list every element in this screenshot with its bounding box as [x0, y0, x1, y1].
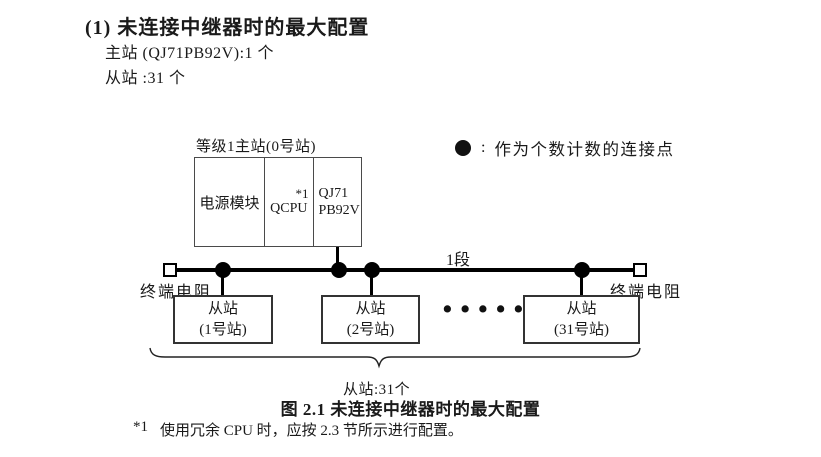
slave1-drop-line [221, 272, 224, 295]
pb92v-line1: QJ71 [318, 186, 349, 201]
segment-label: 1段 [446, 252, 471, 269]
legend: : 作为个数计数的连接点 [455, 136, 674, 160]
slave1-line1: 从站 [207, 300, 238, 317]
slave-station-1-box: 从站 (1号站) [173, 295, 273, 344]
master-station-label: 等级1主站(0号站) [196, 139, 316, 155]
terminator-right-icon [633, 263, 647, 277]
slave-count-line: 从站 :31 个 [105, 70, 186, 87]
slave31-line1: 从站 [566, 300, 597, 317]
connection-dot-slave1 [215, 262, 231, 278]
bus-line [177, 268, 635, 272]
slave2-line2: (2号站) [346, 321, 395, 338]
slave31-drop-line [580, 272, 583, 295]
cpu-label: QCPU [270, 201, 308, 216]
connection-dot-slave31 [574, 262, 590, 278]
footnote-text: 使用冗余 CPU 时，应按 2.3 节所示进行配置。 [160, 423, 463, 439]
connection-dot-master [331, 262, 347, 278]
power-module-cell: 电源模块 [195, 158, 266, 246]
slave2-drop-line [370, 272, 373, 295]
slave31-line2: (31号站) [554, 321, 609, 338]
legend-text: 作为个数计数的连接点 [494, 140, 675, 159]
slave-station-31-box: 从站 (31号站) [523, 295, 640, 344]
footnote: *1 使用冗余 CPU 时，应按 2.3 节所示进行配置。 [133, 419, 463, 440]
cpu-footnote-ref: *1 [295, 186, 309, 201]
connection-dot-slave2 [364, 262, 380, 278]
master-station-box: 电源模块 *1 QCPU QJ71 PB92V [194, 157, 362, 247]
master-count-line: 主站 (QJ71PB92V):1 个 [105, 45, 275, 62]
figure-caption: 图 2.1 未连接中继器时的最大配置 [280, 400, 541, 419]
brace-label: 从站:31个 [343, 382, 411, 398]
footnote-marker: *1 [133, 419, 148, 435]
section-heading: (1) 未连接中继器时的最大配置 [85, 17, 370, 39]
legend-separator: : [481, 139, 486, 156]
connection-point-icon [455, 140, 471, 156]
master-drop-line [336, 247, 339, 270]
terminator-left-icon [163, 263, 177, 277]
slave1-line2: (1号站) [199, 321, 247, 338]
slave-station-2-box: 从站 (2号站) [321, 295, 420, 344]
pb92v-line2: PB92V [318, 203, 360, 218]
slave2-line1: 从站 [355, 300, 386, 317]
cpu-cell: *1 QCPU [265, 158, 314, 246]
pb92v-cell: QJ71 PB92V [314, 158, 361, 246]
